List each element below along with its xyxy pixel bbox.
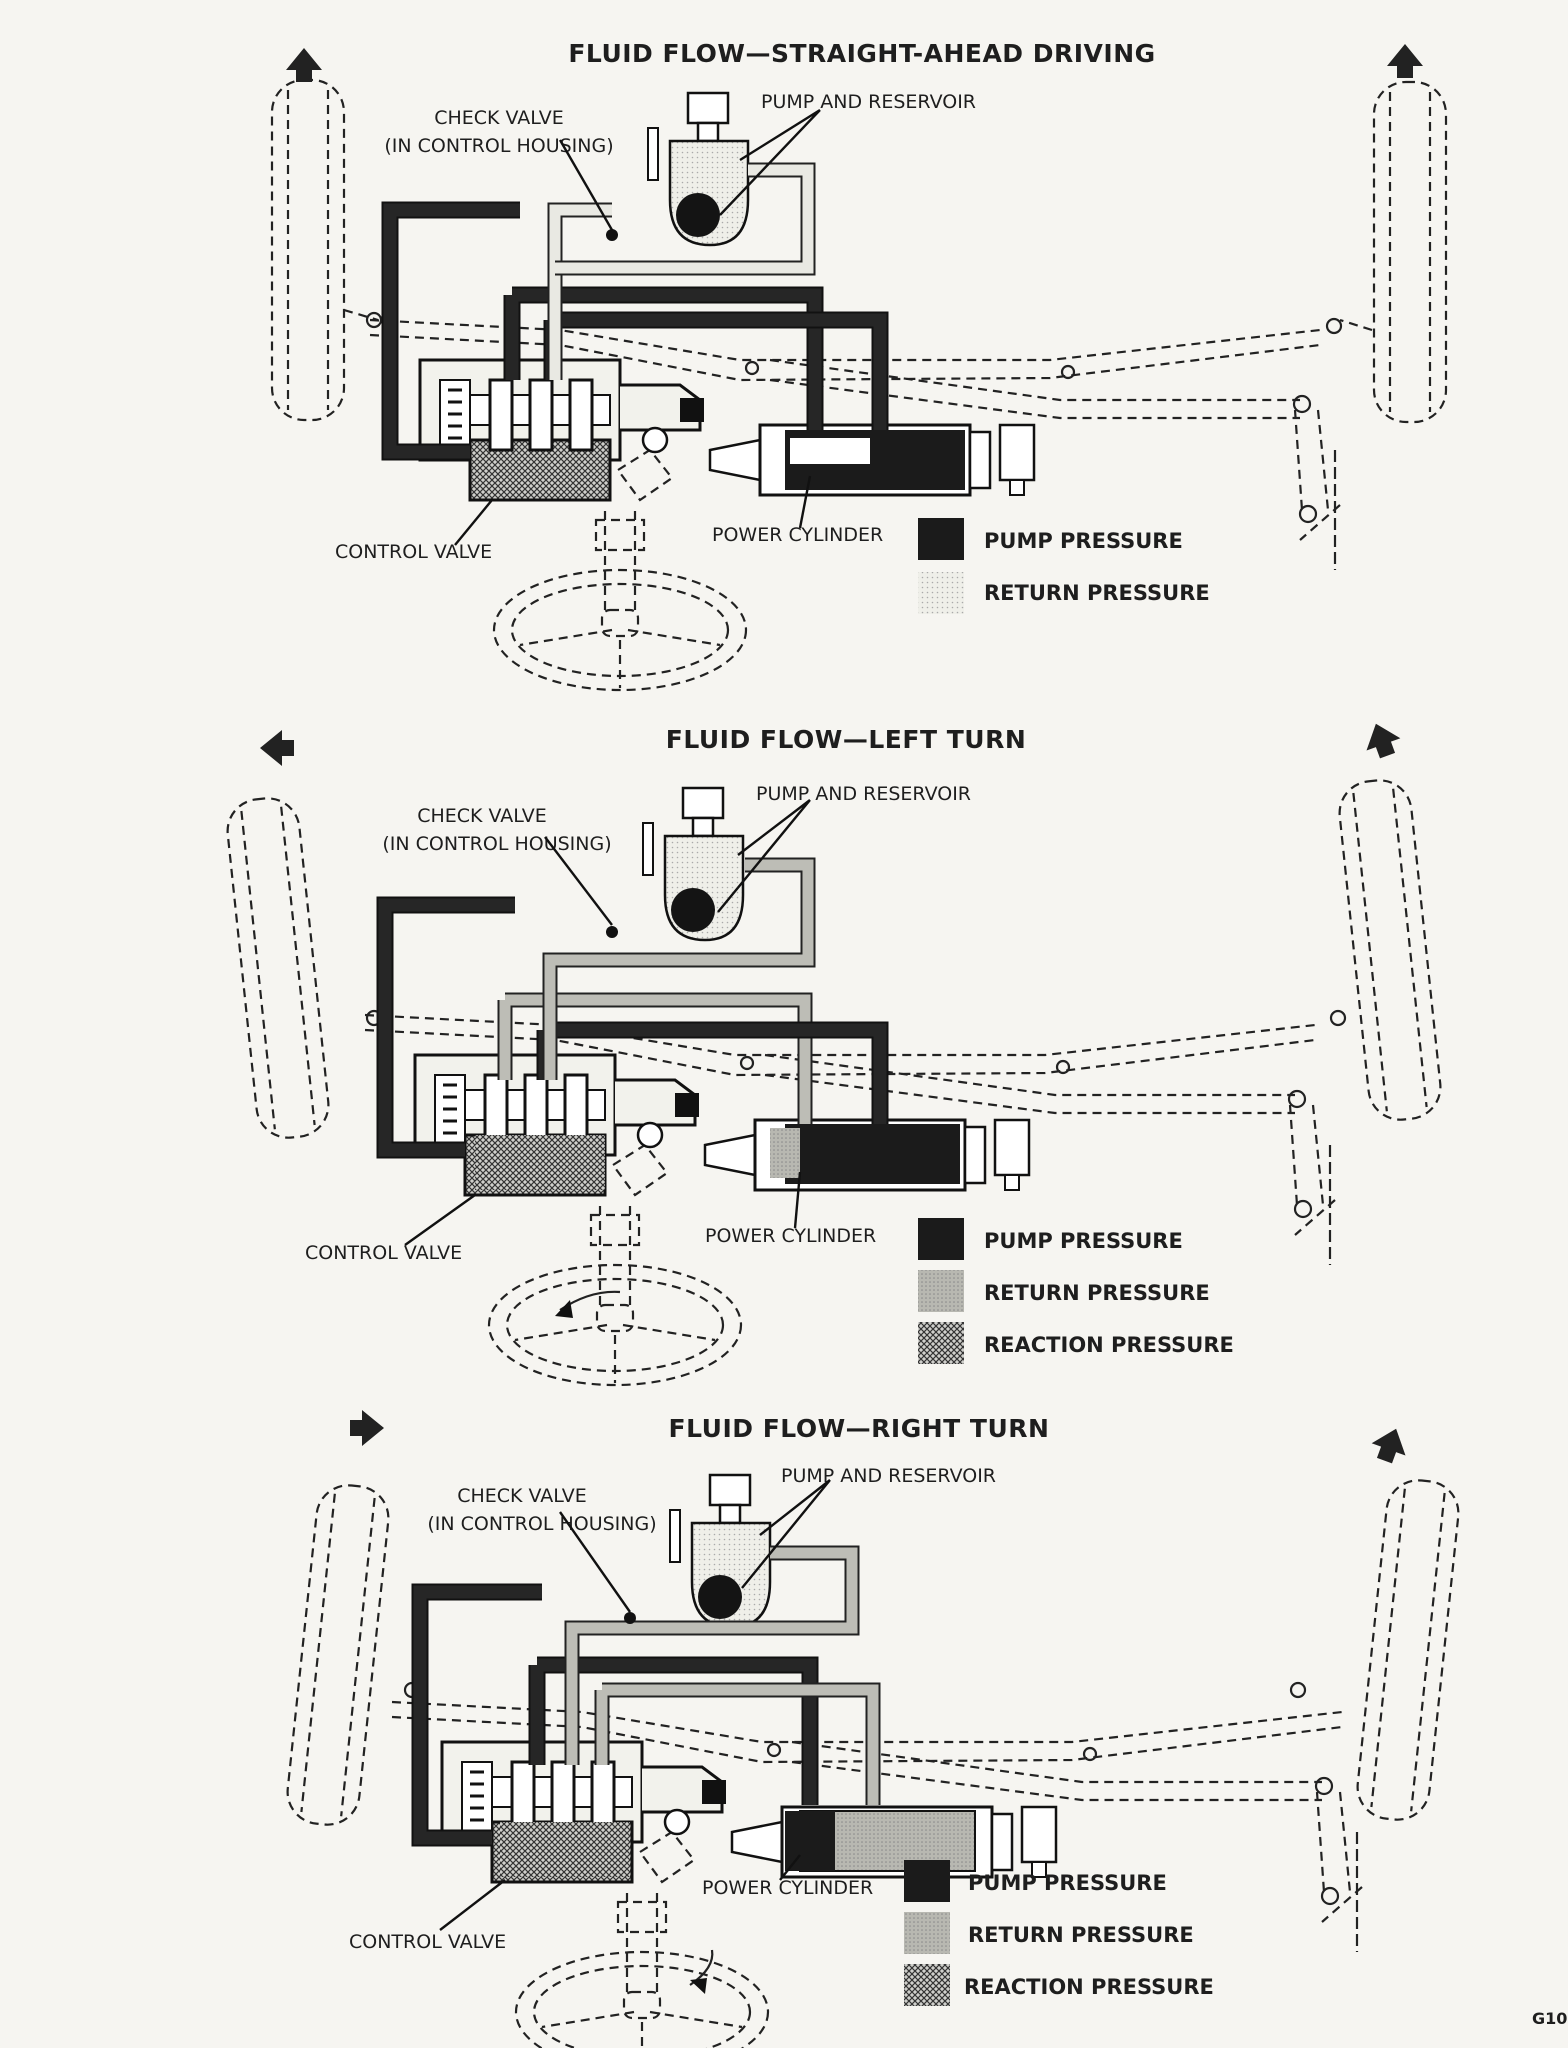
check-valve-sublabel: (IN CONTROL HOUSING) — [384, 135, 613, 157]
pump-reservoir-label: PUMP AND RESERVOIR — [756, 783, 971, 805]
check-valve-label: CHECK VALVE — [417, 805, 547, 827]
diagram-title: FLUID FLOW—LEFT TURN — [666, 725, 1027, 754]
legend-return-pressure: RETURN PRESSURE — [984, 1281, 1210, 1305]
diagram-right-turn — [283, 1410, 1463, 2048]
control-valve-label: CONTROL VALVE — [335, 541, 492, 563]
check-valve-label: CHECK VALVE — [434, 107, 564, 129]
legend-return-pressure: RETURN PRESSURE — [968, 1923, 1194, 1947]
legend-swatch-reaction — [918, 1322, 964, 1364]
diagram-title: FLUID FLOW—STRAIGHT-AHEAD DRIVING — [568, 39, 1155, 68]
legend-pump-pressure: PUMP PRESSURE — [984, 529, 1183, 553]
legend-swatch-return — [904, 1912, 950, 1954]
pump-reservoir-label: PUMP AND RESERVOIR — [761, 91, 976, 113]
legend-reaction-pressure: REACTION PRESSURE — [964, 1975, 1214, 1999]
check-valve-sublabel: (IN CONTROL HOUSING) — [427, 1513, 656, 1535]
power-cylinder-label: POWER CYLINDER — [712, 524, 883, 546]
legend-pump-pressure: PUMP PRESSURE — [968, 1871, 1167, 1895]
legend-pump-pressure: PUMP PRESSURE — [984, 1229, 1183, 1253]
legend-swatch-return — [918, 572, 964, 614]
figure-code: G103 — [1532, 2009, 1568, 2028]
power-cylinder-label: POWER CYLINDER — [705, 1225, 876, 1247]
legend-swatch-pump — [918, 518, 964, 560]
legend-return-pressure: RETURN PRESSURE — [984, 581, 1210, 605]
diagram-straight-ahead — [270, 44, 1448, 692]
legend-swatch-reaction — [904, 1964, 950, 2006]
legend-reaction-pressure: REACTION PRESSURE — [984, 1333, 1234, 1357]
control-valve-label: CONTROL VALVE — [305, 1242, 462, 1264]
legend-swatch-pump — [918, 1218, 964, 1260]
power-cylinder-label: POWER CYLINDER — [702, 1877, 873, 1899]
diagram-left-turn — [223, 717, 1445, 1387]
pump-reservoir-label: PUMP AND RESERVOIR — [781, 1465, 996, 1487]
check-valve-label: CHECK VALVE — [457, 1485, 587, 1507]
diagram-title: FLUID FLOW—RIGHT TURN — [669, 1414, 1050, 1443]
check-valve-sublabel: (IN CONTROL HOUSING) — [382, 833, 611, 855]
legend-swatch-pump — [904, 1860, 950, 1902]
control-valve-label: CONTROL VALVE — [349, 1931, 506, 1953]
legend-swatch-return — [918, 1270, 964, 1312]
